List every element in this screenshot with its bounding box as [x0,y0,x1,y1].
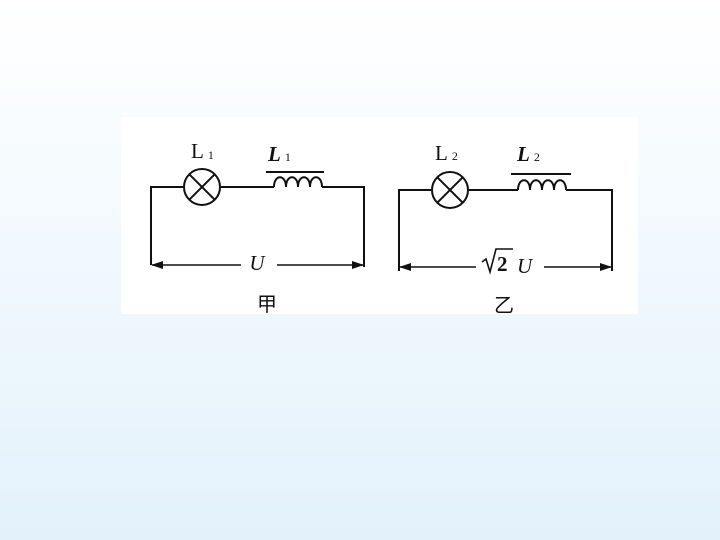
lamp-l2-icon [431,171,469,209]
sqrt-radical-icon [481,248,513,275]
voltage-factor-right: 2 [497,252,508,276]
caption-left: 甲 [257,292,277,314]
lamp-l1-icon [183,168,221,206]
caption-right: 乙 [494,293,514,314]
voltage-symbol-right: U [517,254,534,278]
inductor-l2-icon [511,173,571,191]
inductor-l1-icon [266,171,324,188]
left-circuit-wire [150,186,365,267]
voltage-label-left: U [249,251,266,275]
right-circuit-wire [398,189,613,271]
voltage-label-right: 2 U [481,248,534,278]
